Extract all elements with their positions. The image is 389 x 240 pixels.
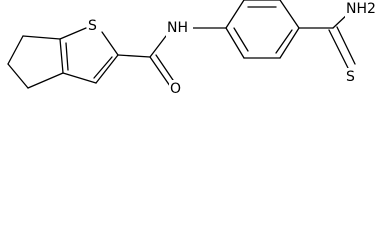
structure-canvas: S NH O NH2 S [7,0,389,98]
thiophene-sulfur-label-bg [87,17,101,35]
bond-thioamide-sulfur [328,29,349,69]
amide-oxygen-label: O [170,81,181,97]
thioamide-sulfur-label-bg [345,68,359,86]
bond-carbonyl-oxygen-double [155,54,176,84]
amide-nitrogen-label: NH [167,20,188,36]
bond-c5-c6 [7,35,24,65]
bond-c4-c5 [7,63,29,89]
bond-ar6-ar1-inner [233,27,249,52]
bond-c6a-s1 [59,27,87,40]
molecule-structure: S NH O NH2 S [7,0,389,98]
bond-c2-carbonyl [117,54,151,58]
bond-c3a-c6a [59,38,64,74]
bond-ar4-ar5 [279,27,300,59]
bond-ar6-ar1 [225,27,245,59]
bond-c2-c3 [95,54,119,84]
bond-c3-c3a [62,72,97,84]
thioamide-nitrogen-label: NH2 [346,1,376,17]
bond-c3a-c6a-double [65,42,69,71]
bond-carbonyl-oxygen [149,56,171,87]
bond-ar3-ar4 [279,0,300,29]
bond-carbonyl-nitrogen [149,35,167,58]
amide-nitrogen-label-bg [166,19,193,37]
amide-oxygen-label-bg [169,80,185,98]
thioamide-sulfur-label: S [346,69,355,85]
bond-s1-c2 [101,31,119,56]
bond-c2-c3-double [93,56,113,79]
atom-labels: S NH O NH2 S [87,0,389,98]
bond-c3a-c4 [27,72,64,89]
bond-ar4-ar5-inner [275,29,293,54]
bond-ar1-ar2 [225,0,245,29]
bond-c6-c6a [22,35,61,40]
thioamide-nitrogen-label-bg [345,0,389,20]
bond-thioamide-sulfur-double [336,26,356,65]
bonds [7,0,356,89]
thiophene-sulfur-label: S [88,18,97,34]
